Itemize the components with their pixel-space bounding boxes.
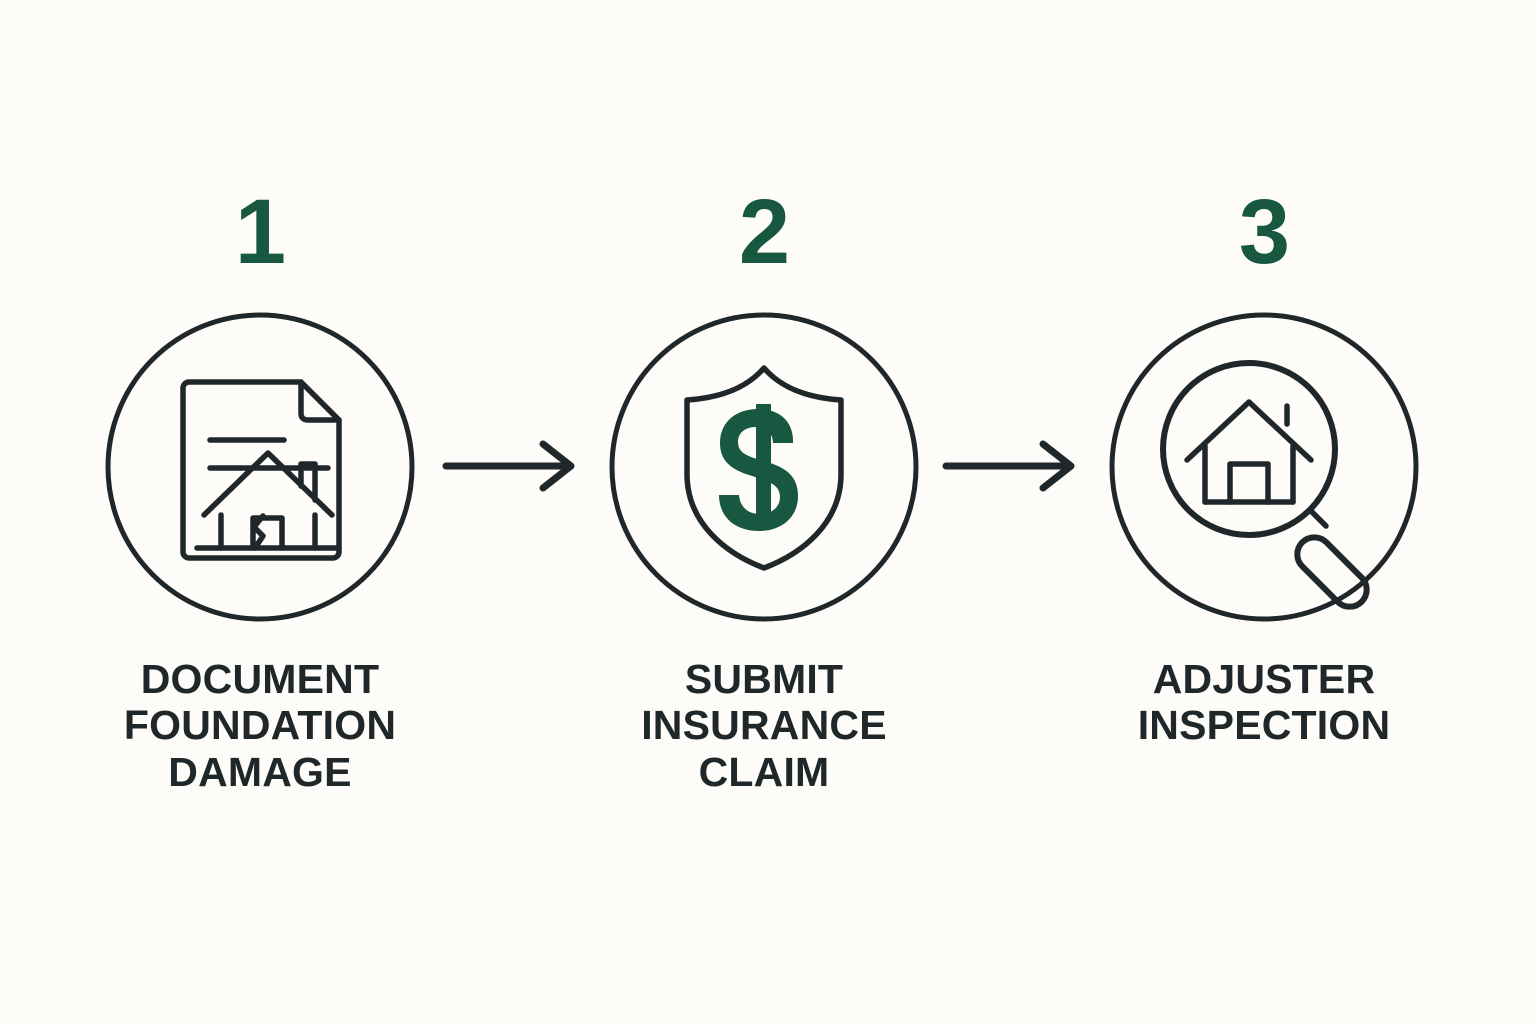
magnifier-icon [1160, 360, 1370, 610]
process-step-3[interactable]: 3 [1049, 186, 1479, 749]
shield-icon [684, 365, 844, 571]
process-step-1[interactable]: 1 [45, 186, 475, 795]
step-icon-3 [1109, 312, 1419, 622]
magnifier-lens [1160, 360, 1338, 538]
step-number-2: 2 [738, 181, 790, 283]
magnifier-stem [1307, 507, 1329, 529]
step-label-1: DOCUMENT FOUNDATION DAMAGE [123, 656, 397, 795]
house-door [1227, 461, 1271, 505]
crack-zigzag [251, 513, 266, 551]
dollar-sign-icon [719, 404, 798, 531]
chimney [298, 461, 318, 503]
connector-arrow-2 [940, 436, 1090, 496]
document-icon [180, 379, 342, 561]
process-step-2[interactable]: 2 SUBMIT INSURANCE CLAIM [549, 186, 979, 795]
connector-arrow-1 [440, 436, 590, 496]
magnifier-handle [1294, 534, 1370, 610]
step-label-2: SUBMIT INSURANCE CLAIM [641, 656, 887, 795]
step-label-3: ADJUSTER INSPECTION [1137, 656, 1391, 749]
step-number-1: 1 [234, 181, 286, 283]
circle-outline [105, 312, 415, 622]
circle-outline [1109, 312, 1419, 622]
arrow-head [1039, 440, 1075, 492]
house-icon [1184, 399, 1314, 505]
step-icon-2 [609, 312, 919, 622]
cracked-house [194, 450, 342, 551]
arrow-head [539, 440, 575, 492]
crack [250, 515, 285, 551]
step-number-3: 3 [1238, 181, 1290, 283]
step-icon-1 [105, 312, 415, 622]
circle-outline [609, 312, 919, 622]
